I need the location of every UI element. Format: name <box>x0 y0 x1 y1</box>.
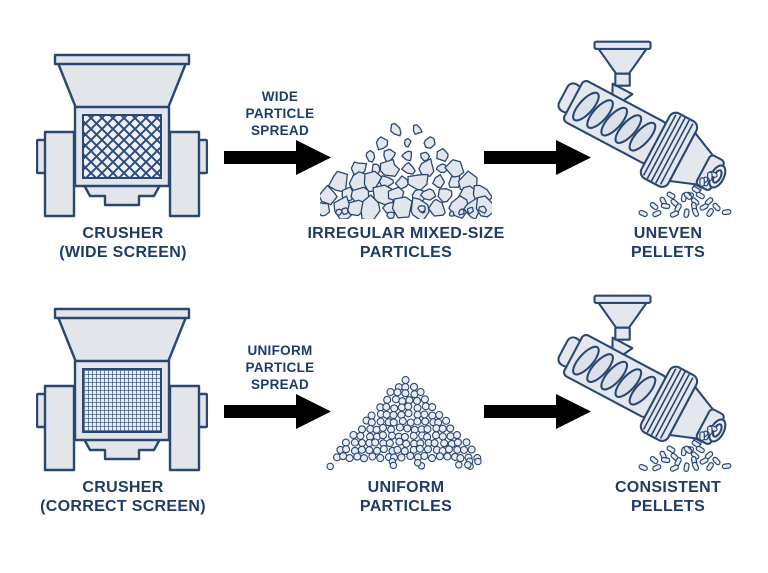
flow-arrow-icon <box>224 393 332 430</box>
arrow-caption: UNIFORM PARTICLE SPREAD <box>224 342 336 393</box>
crusher-label-line1: CRUSHER <box>82 225 164 242</box>
arrow-caption-line2: PARTICLE <box>245 106 315 121</box>
pellets-label: UNEVEN PELLETS <box>545 224 768 262</box>
pellets-label: CONSISTENT PELLETS <box>545 478 768 516</box>
process-row-wide-screen: CRUSHER (WIDE SCREEN) WIDE PARTICLE SPRE… <box>0 0 768 262</box>
arrow-caption-line2: PARTICLE <box>245 360 315 375</box>
pellets-label-line1: UNEVEN <box>633 225 703 242</box>
crusher-label: CRUSHER (WIDE SCREEN) <box>0 224 246 262</box>
pellets-label-line2: PELLETS <box>630 244 706 261</box>
arrow-caption-line3: SPREAD <box>250 377 310 392</box>
fine-grid-screen <box>82 368 162 433</box>
particles-label-line1: UNIFORM <box>367 479 445 496</box>
crusher-label-line1: CRUSHER <box>82 479 164 496</box>
particles-label-line2: PARTICLES <box>359 498 453 515</box>
arrow-caption-line3: SPREAD <box>250 123 310 138</box>
particles-label: IRREGULAR MIXED-SIZE PARTICLES <box>283 224 529 262</box>
extruder-illustration <box>552 40 748 218</box>
arrow-caption: WIDE PARTICLE SPREAD <box>224 88 336 139</box>
wide-mesh-screen <box>82 114 162 179</box>
extruder-illustration <box>552 294 748 472</box>
arrow-caption-line1: WIDE <box>261 89 299 104</box>
crusher-label-line2: (CORRECT SCREEN) <box>40 498 206 515</box>
uniform-particles-illustration <box>326 376 482 471</box>
pellets-label-line2: PELLETS <box>630 498 706 515</box>
arrow-caption-line1: UNIFORM <box>247 343 313 358</box>
flow-arrow-icon <box>224 139 332 176</box>
crusher-wide-screen-illustration <box>36 52 208 218</box>
particles-label: UNIFORM PARTICLES <box>283 478 529 516</box>
crusher-correct-screen-illustration <box>36 306 208 472</box>
crusher-label: CRUSHER (CORRECT SCREEN) <box>0 478 246 516</box>
pellets-label-line1: CONSISTENT <box>614 479 722 496</box>
process-row-correct-screen: CRUSHER (CORRECT SCREEN) UNIFORM PARTICL… <box>0 254 768 554</box>
particles-label-line2: PARTICLES <box>359 244 453 261</box>
particles-label-line1: IRREGULAR MIXED-SIZE <box>307 225 505 242</box>
irregular-particles-illustration <box>320 122 492 219</box>
crusher-label-line2: (WIDE SCREEN) <box>59 244 187 261</box>
